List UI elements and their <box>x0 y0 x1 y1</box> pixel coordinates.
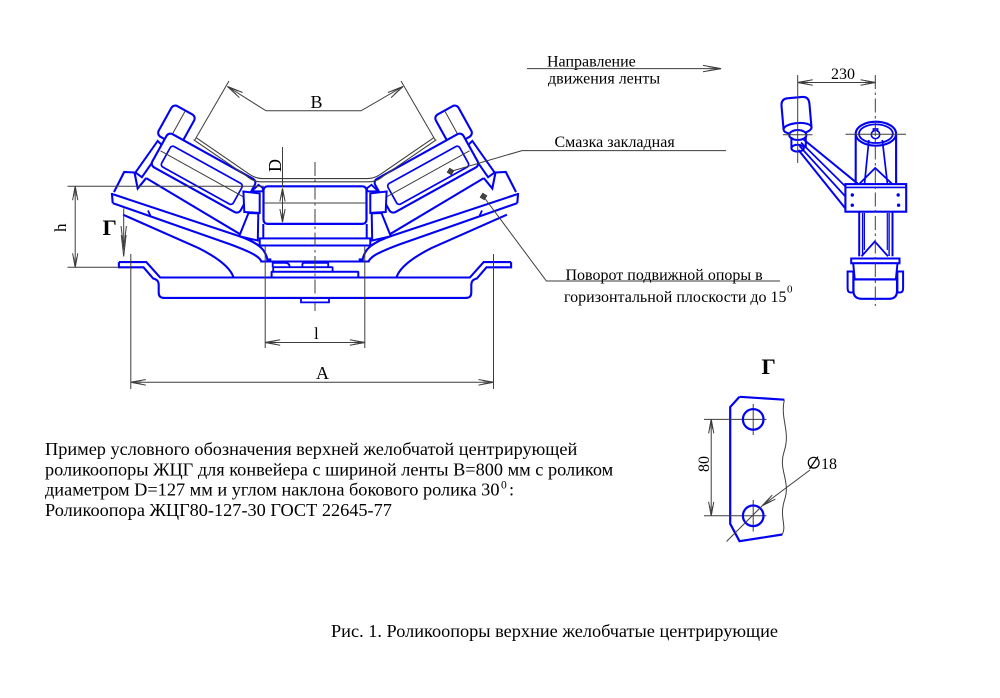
svg-text::: : <box>509 480 514 500</box>
svg-text:горизонтальной плоскости до 15: горизонтальной плоскости до 15 <box>564 289 787 306</box>
svg-text:Поворот подвижной опоры в: Поворот подвижной опоры в <box>566 267 764 284</box>
svg-text:Направление: Направление <box>547 54 636 71</box>
svg-text:Г: Г <box>103 215 117 240</box>
svg-text:h: h <box>51 223 70 232</box>
svg-text:Смазка закладная: Смазка закладная <box>555 134 676 151</box>
svg-text:Роликоопора ЖЦГ80-127-30 ГОСТ: Роликоопора ЖЦГ80-127-30 ГОСТ 22645-77 <box>45 500 392 520</box>
svg-text:движения ленты: движения ленты <box>548 71 660 88</box>
svg-text:Пример условного обозначения в: Пример условного обозначения верхней жел… <box>45 439 577 459</box>
svg-text:80: 80 <box>696 456 713 472</box>
svg-text:Рис. 1. Роликоопоры верхние же: Рис. 1. Роликоопоры верхние желобчатые ц… <box>331 621 778 641</box>
svg-text:18: 18 <box>821 456 837 473</box>
svg-text:диаметром D=127 мм и углом нак: диаметром D=127 мм и углом наклона боков… <box>45 480 499 500</box>
svg-text:230: 230 <box>831 66 855 83</box>
svg-text:A: A <box>316 363 329 383</box>
svg-text:Г: Г <box>762 354 776 379</box>
svg-text:роликоопоры ЖЦГ для конвейера: роликоопоры ЖЦГ для конвейера с шириной … <box>45 459 614 479</box>
svg-text:D: D <box>265 159 285 172</box>
svg-text:0: 0 <box>787 284 793 296</box>
svg-text:B: B <box>311 92 323 112</box>
svg-text:0: 0 <box>501 480 507 492</box>
svg-text:l: l <box>314 324 319 343</box>
